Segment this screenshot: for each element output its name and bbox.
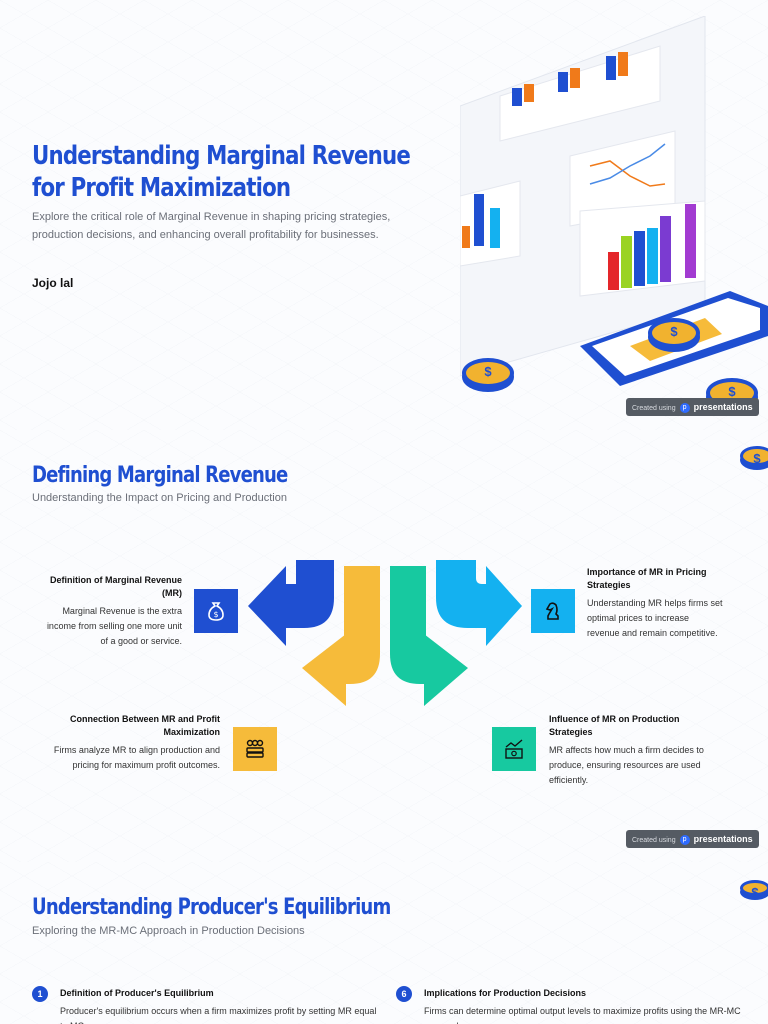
coin-icon [648, 318, 700, 348]
coin-icon [740, 446, 768, 466]
badge-prefix: Created using [632, 405, 676, 412]
coin-stack-icon [233, 727, 277, 771]
coin-icon [740, 880, 768, 900]
item-number: 1 [32, 986, 48, 1002]
author-name: Jojo lal [32, 276, 74, 290]
equilibrium-definition-title: Definition of Producer's Equilibrium [60, 988, 214, 998]
arrows-graphic [248, 560, 522, 706]
defining-mr-slide: Defining Marginal Revenue Understanding … [0, 430, 768, 862]
production-implications-text: Firms can determine optimal output level… [424, 1006, 741, 1024]
slide-title: Defining Marginal Revenue [32, 463, 288, 488]
badge-brand: presentations [693, 834, 753, 844]
mr-pricing-title: Importance of MR in Pricing Strategies [587, 567, 707, 590]
equilibrium-definition-text: Producer's equilibrium occurs when a fir… [60, 1006, 377, 1024]
svg-text:$: $ [213, 610, 218, 619]
mr-production-text: MR affects how much a firm decides to pr… [549, 745, 704, 785]
title-slide: Understanding Marginal Revenue for Profi… [0, 0, 768, 430]
mr-profit-title: Connection Between MR and Profit Maximiz… [69, 714, 220, 737]
presentations-logo-icon: p [679, 403, 690, 414]
mr-profit-text: Firms analyze MR to align production and… [53, 745, 220, 770]
growth-cash-icon [492, 727, 536, 771]
slide-title: Understanding Producer's Equilibrium [32, 895, 391, 920]
slide-subtitle: Explore the critical role of Marginal Re… [32, 211, 391, 241]
item-number: 6 [396, 986, 412, 1002]
isometric-charts-graphic [459, 15, 768, 386]
mr-definition-text: Marginal Revenue is the extra income fro… [46, 606, 182, 646]
badge-brand: presentations [693, 402, 753, 412]
mr-production-title: Influence of MR on Production Strategies [549, 714, 680, 737]
slide-subtitle: Exploring the MR-MC Approach in Producti… [32, 925, 305, 937]
mr-pricing-text: Understanding MR helps firms set optimal… [587, 598, 723, 638]
coin-icon [462, 358, 514, 388]
slide-title: Understanding Marginal Revenue for Profi… [32, 141, 411, 203]
badge-prefix: Created using [632, 837, 676, 844]
production-implications-title: Implications for Production Decisions [424, 988, 587, 998]
presentations-logo-icon: p [679, 835, 690, 846]
producers-equilibrium-slide: Understanding Producer's Equilibrium Exp… [0, 862, 768, 1024]
money-bag-icon: $ [194, 589, 238, 633]
charts-illustration [459, 15, 768, 408]
mr-definition-title: Definition of Marginal Revenue (MR) [49, 575, 182, 598]
slide-subtitle: Understanding the Impact on Pricing and … [32, 492, 287, 504]
chess-knight-icon [531, 589, 575, 633]
